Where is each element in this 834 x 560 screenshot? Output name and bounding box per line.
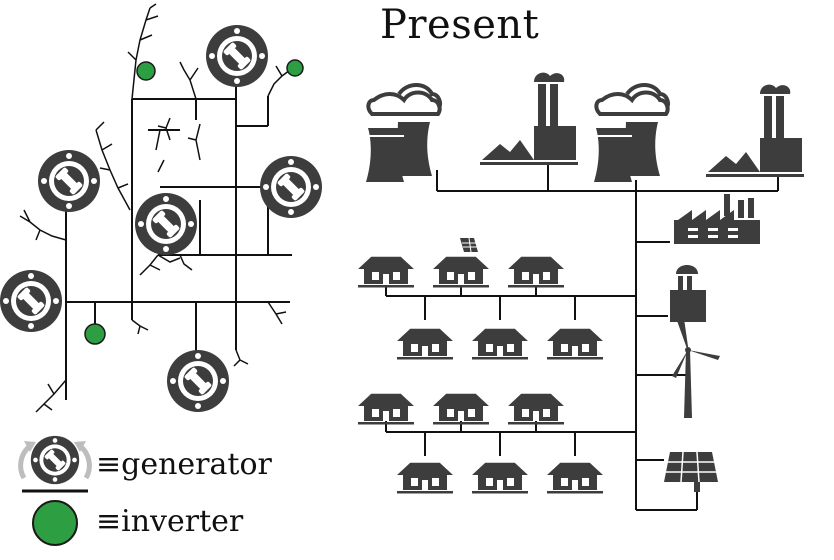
- factory-icon: [674, 194, 760, 244]
- inverter-icon: [84, 323, 106, 345]
- generator-icon: [0, 270, 62, 332]
- inverter-icon: [136, 61, 156, 81]
- legend-generator-label: ≡generator: [96, 447, 272, 482]
- house-icon: [395, 327, 455, 361]
- inverter-icon: [286, 59, 304, 77]
- solar-house-icon: [431, 237, 491, 289]
- house-icon: [395, 461, 455, 495]
- house-icon: [470, 327, 530, 361]
- house-icon: [506, 255, 566, 289]
- cooling-tower-plant-icon: [362, 83, 443, 184]
- microgrid-lines: [65, 85, 292, 400]
- branch-twigs: [19, 3, 291, 413]
- generator-icon: [135, 193, 197, 255]
- generator-icon: [38, 150, 100, 212]
- present-grid-lines: [385, 165, 779, 511]
- cooling-tower-plant-icon: [590, 83, 671, 184]
- page-title: Present: [380, 2, 540, 48]
- solar-panel-icon: [664, 451, 718, 492]
- wind-turbine-icon: [672, 321, 720, 418]
- house-icon: [470, 461, 530, 495]
- legend-inverter-symbol: [32, 500, 78, 546]
- coal-plant-icon: [480, 72, 578, 165]
- house-icon: [431, 392, 491, 426]
- legend-generator-symbol: [18, 435, 92, 493]
- generator-icon: [167, 350, 229, 412]
- house-icon: [356, 255, 416, 289]
- generator-icon: [260, 156, 322, 218]
- generator-icon: [206, 25, 268, 87]
- coal-plant-icon: [706, 84, 804, 177]
- house-icon: [545, 327, 605, 361]
- small-plant-icon: [670, 265, 706, 322]
- house-icon: [545, 461, 605, 495]
- legend-inverter-label: ≡inverter: [96, 504, 244, 539]
- house-icon: [506, 392, 566, 426]
- house-icon: [356, 392, 416, 426]
